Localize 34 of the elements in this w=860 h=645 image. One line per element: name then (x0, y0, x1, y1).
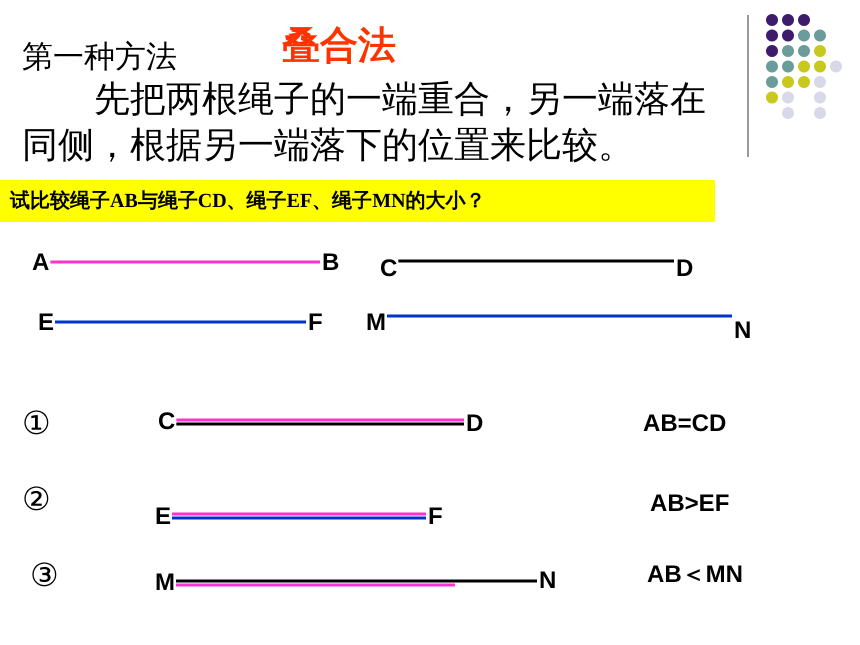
point-label: E (155, 503, 172, 531)
point-label: M (366, 309, 386, 337)
point-label: D (676, 255, 694, 283)
step-number: ② (22, 480, 51, 518)
method-title: 叠合法 (282, 24, 396, 69)
line-segment (176, 584, 455, 586)
line-segment (176, 580, 537, 582)
line-segment (176, 418, 464, 422)
line-segment (172, 516, 426, 520)
question-banner: 试比较绳子AB与绳子CD、绳子EF、绳子MN的大小？ (0, 180, 715, 222)
step-number: ① (22, 404, 51, 442)
heading-text: 第一种方法 (22, 38, 177, 76)
comparison-result: AB=CD (643, 410, 726, 438)
point-label: B (322, 249, 340, 277)
point-label: N (539, 567, 556, 595)
line-segment (55, 320, 306, 324)
point-label: C (158, 408, 176, 436)
line-segment (398, 260, 674, 262)
line-segment (172, 512, 426, 516)
comparison-result: AB>EF (650, 490, 730, 518)
paragraph-text: 先把两根绳子的一端重合，另一端落在同侧，根据另一端落下的位置来比较。 (22, 78, 707, 167)
step-number: ③ (30, 556, 59, 594)
point-label: F (428, 503, 443, 531)
line-segment (50, 260, 320, 264)
point-label: D (466, 410, 484, 438)
line-segment (176, 422, 464, 426)
point-label: E (38, 309, 54, 337)
point-label: A (32, 249, 50, 277)
comparison-result: AB＜MN (647, 560, 743, 590)
point-label: N (734, 317, 752, 345)
line-segment (387, 314, 732, 318)
point-label: F (308, 309, 323, 337)
point-label: M (155, 569, 175, 597)
point-label: C (380, 255, 398, 283)
